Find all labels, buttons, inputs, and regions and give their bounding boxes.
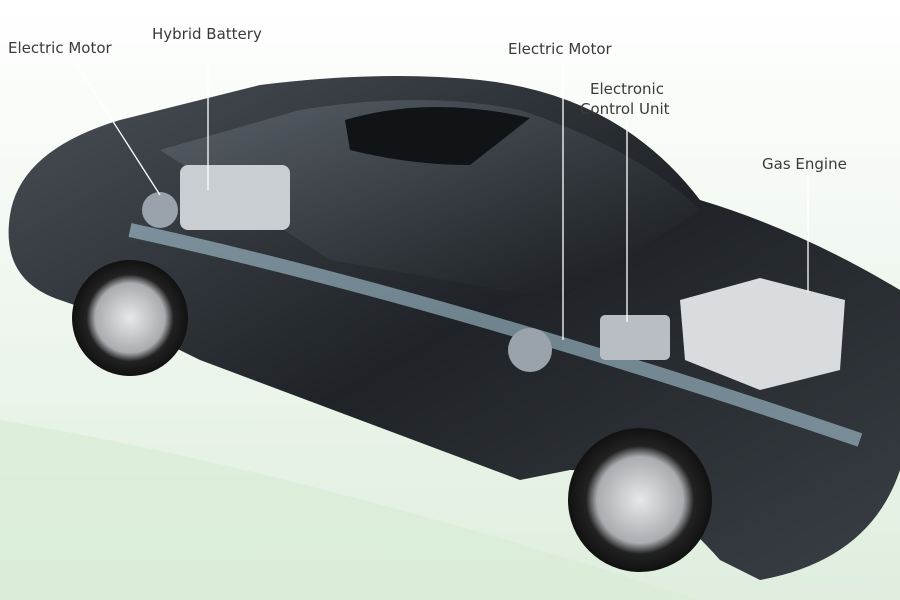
watermark: car.speedyauto.cc [773, 581, 886, 594]
hybrid-battery-part [180, 165, 290, 230]
floor-swoosh [0, 420, 700, 600]
leader-lines [74, 47, 809, 340]
front-motor-part [508, 328, 552, 372]
label-ecu-line1: Electronic [590, 80, 664, 98]
label-electric-motor-rear: Electric Motor [8, 39, 112, 57]
rear-motor-part [142, 192, 178, 228]
rear-wheel [72, 260, 188, 376]
label-ecu-line2: Control Unit [580, 100, 670, 118]
label-electric-motor-front: Electric Motor [508, 40, 612, 58]
sunroof [345, 106, 530, 165]
windows [160, 100, 700, 300]
label-hybrid-battery: Hybrid Battery [152, 25, 262, 43]
ecu-part [600, 315, 670, 360]
highlight-beam [128, 223, 863, 447]
gas-engine-part [680, 278, 845, 390]
label-gas-engine: Gas Engine [762, 155, 847, 173]
front-wheel [568, 428, 712, 572]
car-body [8, 76, 900, 580]
